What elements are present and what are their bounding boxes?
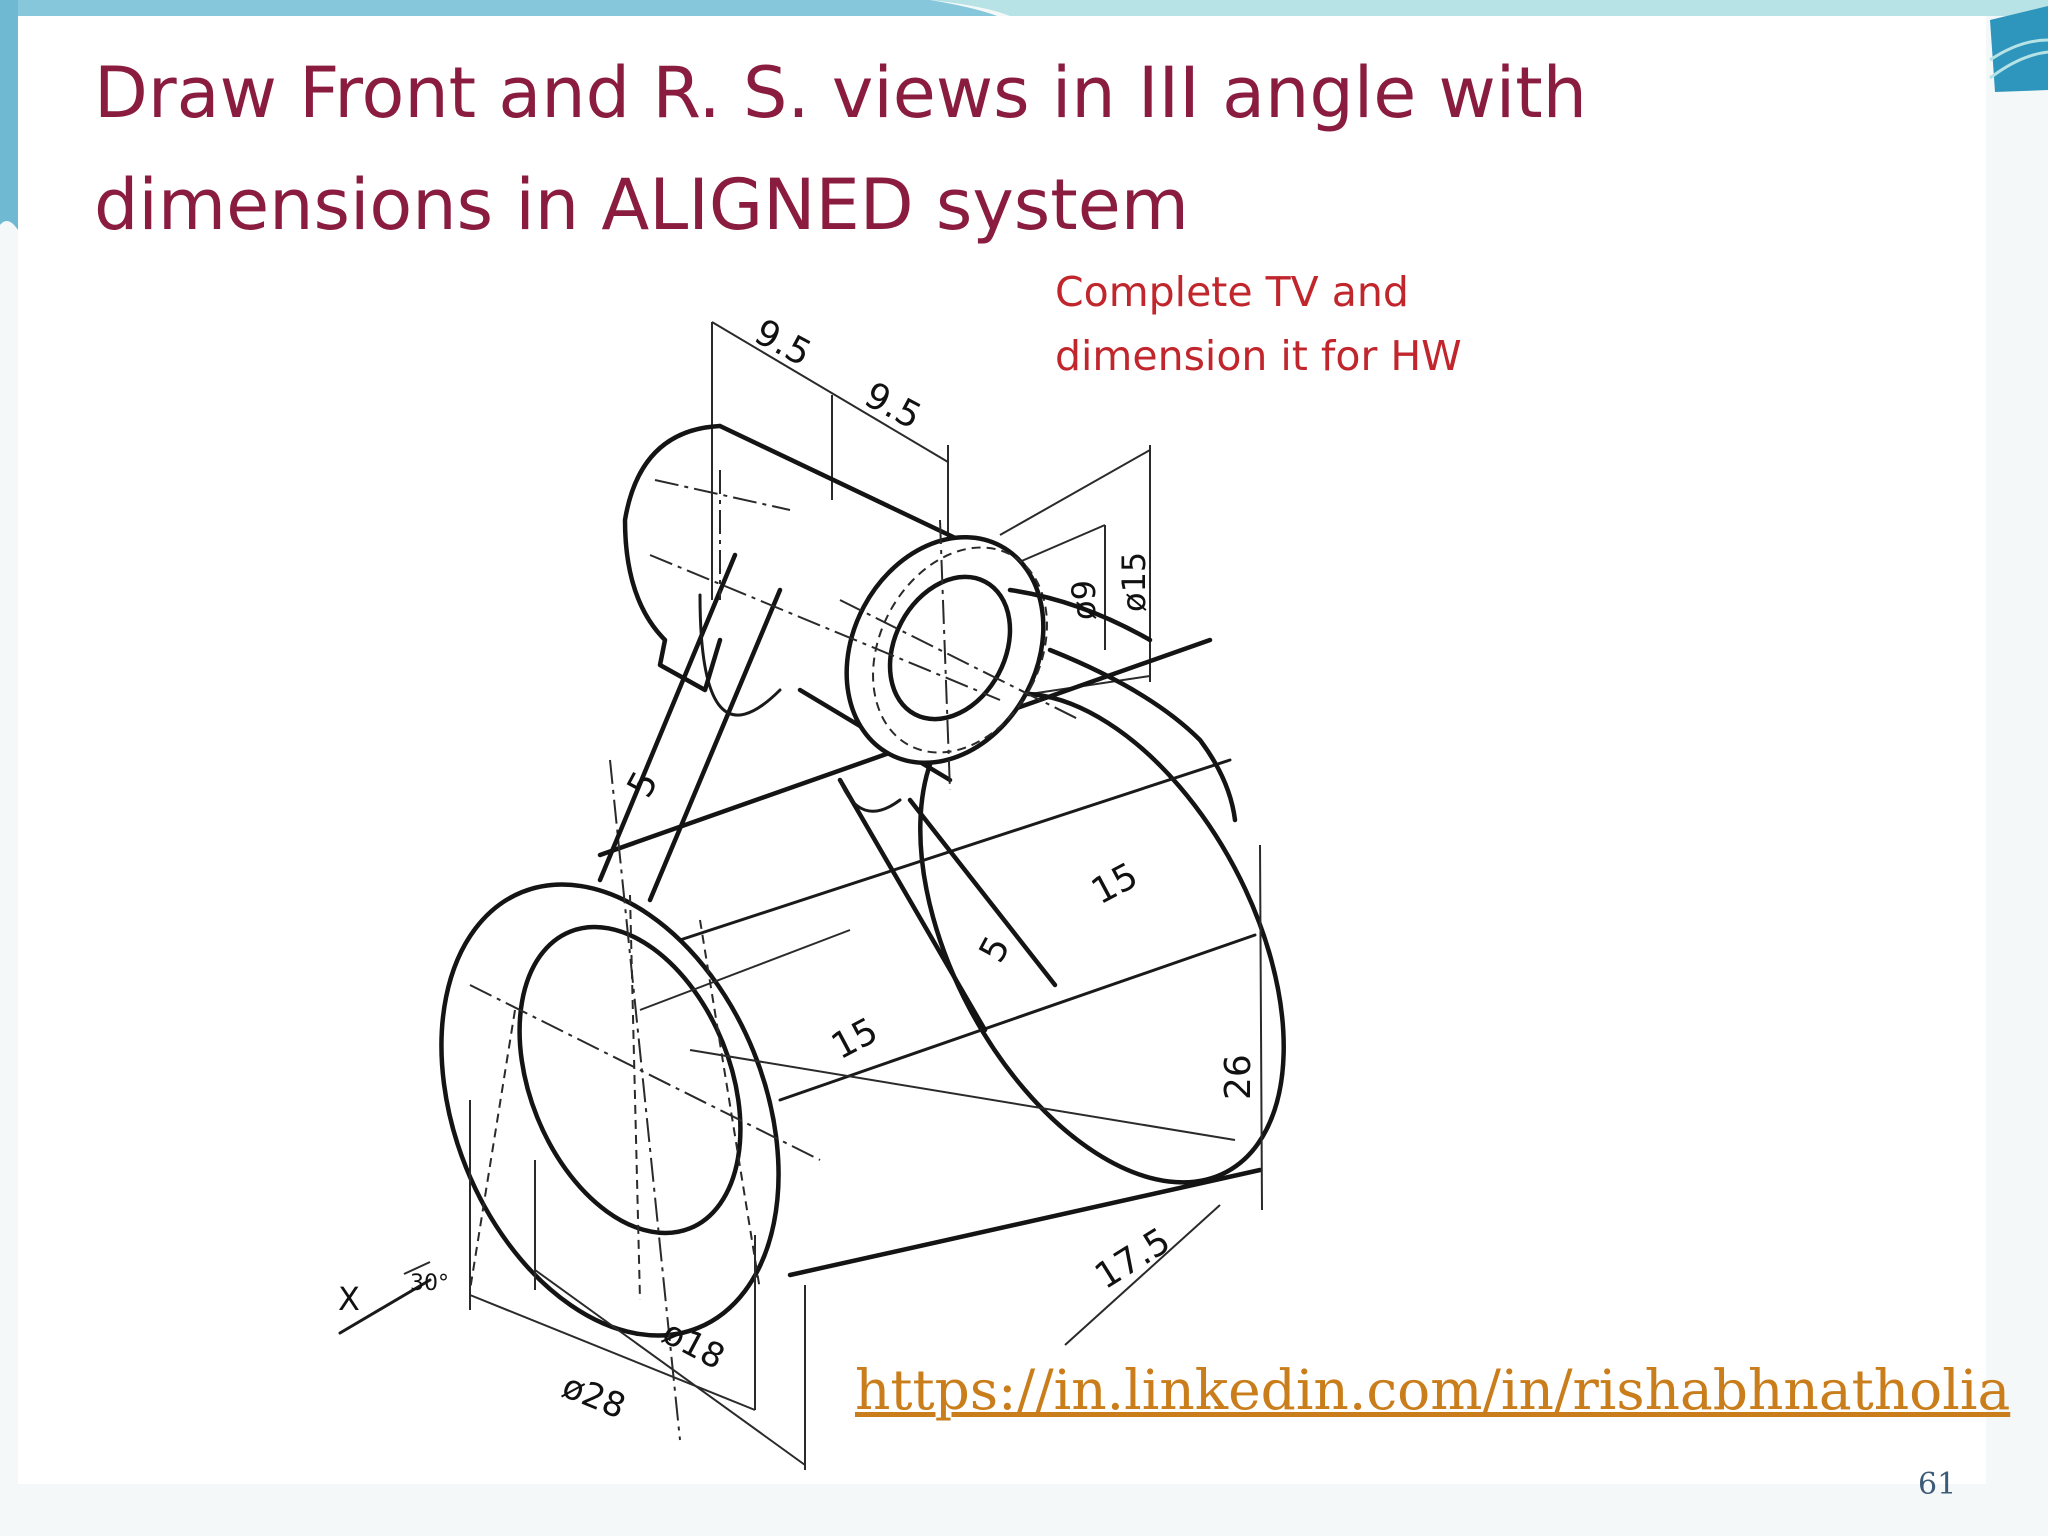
- rib: [597, 552, 1058, 1033]
- x-axis-marker: [338, 1261, 432, 1335]
- dim-height: 26: [1218, 1054, 1259, 1100]
- dim-depth: 17.5: [1088, 1220, 1178, 1297]
- dim-dia-inner-boss: ø9: [1065, 580, 1103, 620]
- linkedin-link[interactable]: https://in.linkedin.com/in/rishabhnathol…: [855, 1358, 2011, 1422]
- lower-dimension-lines: [469, 844, 1263, 1470]
- dim-top-left: 9.5: [748, 312, 818, 375]
- page-number: 61: [1918, 1467, 1957, 1502]
- dimension-labels: 9.5 9.5 ø9 ø15 5 5 15 15 26 17.5 ø18 ø28…: [338, 312, 1259, 1428]
- dim-dia-outer-boss: ø15: [1115, 552, 1153, 612]
- front-flange: [439, 759, 821, 1441]
- dim-top-right: 9.5: [858, 375, 928, 438]
- dim-rib-right: 5: [972, 930, 1019, 969]
- upper-boss: [622, 423, 1081, 791]
- rear-shell: [1007, 587, 1238, 823]
- slide-title-line-1: Draw Front and R. S. views in III angle …: [94, 52, 1588, 134]
- slide-title-line-2: dimensions in ALIGNED system: [94, 164, 1189, 246]
- boss-dimension-lines: [999, 445, 1151, 695]
- homework-note-line-2: dimension it for HW: [1055, 332, 1462, 380]
- axis-label-angle: 30°: [410, 1271, 449, 1296]
- left-wave-decoration: [0, 0, 18, 230]
- homework-note-line-1: Complete TV and: [1055, 268, 1409, 316]
- dim-dia-outer-base: ø28: [557, 1366, 631, 1427]
- dim-base-length: 15: [1085, 855, 1145, 913]
- slide-content-area: [18, 16, 1986, 1484]
- dim-center-offset: 15: [825, 1010, 885, 1068]
- axis-label-x: X: [338, 1280, 360, 1318]
